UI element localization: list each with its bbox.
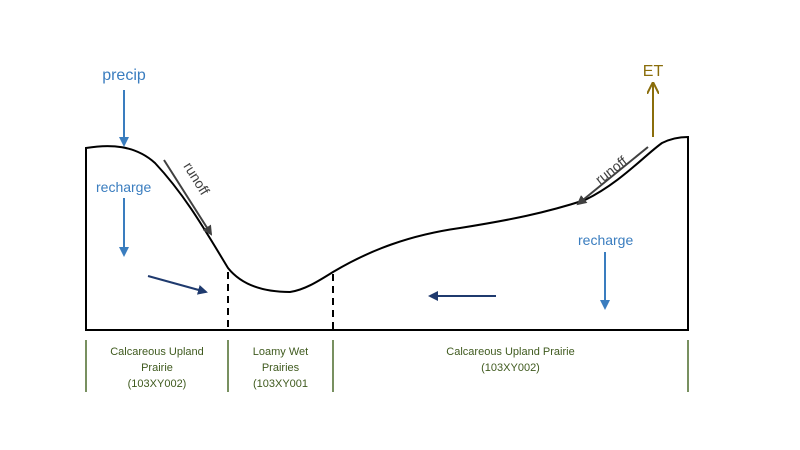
zone-label-line: Prairie	[141, 362, 173, 374]
zone-label-line: Loamy Wet	[252, 346, 309, 358]
zone-label-wet-prairie: Loamy Wet Prairies (103XY001	[232, 344, 329, 392]
recharge-right-label: recharge	[578, 232, 633, 248]
zone-label-upland-left: Calcareous Upland Prairie (103XY002)	[90, 344, 224, 392]
landscape-profile	[85, 135, 689, 331]
groundwater-flow-left-arrow	[147, 275, 208, 295]
zone-label-upland-right: Calcareous Upland Prairie (103XY002)	[337, 344, 684, 376]
precip-label: precip	[102, 67, 146, 84]
zone-label-line: Calcareous Upland Prairie	[446, 346, 575, 358]
runoff-right-arrow	[576, 146, 649, 206]
zone-label-line: Prairies	[261, 362, 300, 374]
zone-label-line: (103XY001	[252, 378, 309, 390]
zone-label-line: (103XY002)	[481, 362, 540, 374]
et-label: ET	[643, 63, 664, 80]
runoff-right-label: runoff	[592, 153, 630, 188]
zone-label-line: (103XY002)	[127, 378, 187, 390]
recharge-left-label: recharge	[96, 179, 151, 195]
runoff-left-arrow	[163, 159, 213, 236]
zone-label-line: Calcareous Upland	[110, 346, 204, 358]
